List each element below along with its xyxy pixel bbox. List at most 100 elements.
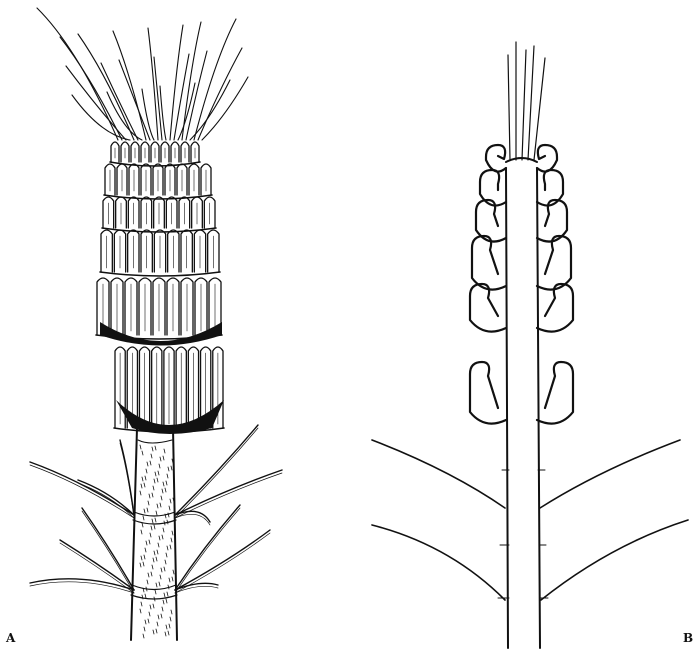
whorl-branch — [60, 540, 134, 590]
panel-label-b: B — [683, 632, 693, 644]
stem-stipple — [164, 449, 165, 453]
stem-stipple — [165, 560, 166, 564]
stem-stipple — [144, 627, 145, 631]
stem-stipple — [150, 461, 151, 465]
sporangiophore-loop-left — [470, 284, 506, 332]
side-branch-right — [541, 520, 688, 600]
stem-stipple — [165, 632, 166, 636]
stem-stipple — [146, 541, 147, 545]
stem-stipple — [147, 580, 148, 584]
stem-stipple — [158, 543, 159, 547]
sporangiophore-loop-right — [537, 145, 557, 172]
stem-stipple — [172, 531, 173, 535]
stem-stipple — [170, 499, 171, 503]
apical-hair — [522, 50, 526, 160]
tier-rim — [100, 272, 220, 276]
stem-stipple — [145, 548, 146, 552]
sporangiophore-loop-right — [537, 284, 573, 332]
stem-stipple — [142, 451, 143, 455]
stem-stipple — [159, 464, 160, 468]
stem-stipple — [141, 530, 142, 534]
stem-stipple — [154, 525, 155, 529]
side-branch-left — [372, 440, 505, 508]
stem-stipple — [152, 565, 153, 569]
apical-hair — [78, 34, 134, 140]
stem-stipple — [155, 590, 156, 594]
whorl-branch — [175, 470, 282, 515]
stem-stipple — [172, 577, 173, 581]
stem-stipple — [143, 562, 144, 566]
stem-stipple — [144, 483, 145, 487]
stem-stipple — [152, 493, 153, 497]
whorl-branch — [82, 508, 134, 590]
stem-stipple — [147, 508, 148, 512]
stem-stipple — [171, 538, 172, 542]
stem-stipple — [159, 536, 160, 540]
stem-stipple — [143, 516, 144, 520]
apical-hair — [508, 55, 510, 160]
stem-stipple — [149, 612, 150, 616]
stem-stipple — [160, 575, 161, 579]
whorl-branch-edge — [30, 582, 134, 593]
stem-stipple — [159, 582, 160, 586]
stem-stipple — [153, 486, 154, 490]
whorl-branch — [175, 530, 270, 590]
panel-b-section-diagram — [372, 42, 688, 648]
stem-stipple — [163, 600, 164, 604]
stem-stipple — [144, 555, 145, 559]
sporangiophore-loop-left — [486, 145, 506, 172]
stem-stipple — [156, 511, 157, 515]
stem-stipple — [146, 469, 147, 473]
stem-stipple — [169, 624, 170, 628]
stem-stipple — [157, 478, 158, 482]
stem-stipple — [164, 593, 165, 597]
sporangiophore-loop-left — [472, 236, 506, 290]
stem-stipple — [170, 545, 171, 549]
stem-stipple — [148, 573, 149, 577]
stem-stipple — [151, 454, 152, 458]
stem-stipple — [173, 570, 174, 574]
stem-stipple — [157, 550, 158, 554]
tier-shadow — [100, 322, 222, 346]
stem-stipple — [154, 551, 155, 555]
stem-stipple — [141, 602, 142, 606]
stem-stipple — [152, 447, 153, 451]
stem-stipple — [145, 620, 146, 624]
whorl-branch — [175, 511, 210, 522]
stem-stipple — [158, 471, 159, 475]
stem-stipple — [144, 509, 145, 513]
stem-stipple — [141, 484, 142, 488]
panel-label-a: A — [6, 632, 15, 644]
stem-stipple — [167, 520, 168, 524]
whorl-branch-edge — [175, 428, 258, 518]
stem-stipple — [166, 625, 167, 629]
stem-stipple — [145, 476, 146, 480]
stem-stipple — [170, 617, 171, 621]
stem-stipple — [146, 587, 147, 591]
stem-stipple — [160, 457, 161, 461]
apical-hair — [101, 63, 138, 140]
stem-stipple — [153, 630, 154, 634]
stem-stipple — [153, 604, 154, 608]
whorl-branch — [30, 462, 134, 515]
stem-stipple — [167, 592, 168, 596]
side-branch-right — [540, 440, 680, 508]
stem-stipple — [169, 506, 170, 510]
stem-stipple — [150, 533, 151, 537]
stem-stipple — [149, 540, 150, 544]
stem-stipple — [163, 528, 164, 532]
stem-stipple — [166, 599, 167, 603]
stem-stipple — [145, 594, 146, 598]
sporangiophore-loop-right — [537, 236, 571, 290]
stem-stipple — [151, 526, 152, 530]
stem-stipple — [171, 610, 172, 614]
stem-stipple — [160, 503, 161, 507]
stem-stipple — [166, 481, 167, 485]
stem-stipple — [140, 609, 141, 613]
stem-stipple — [156, 583, 157, 587]
stem-stipple — [148, 619, 149, 623]
stem-stipple — [157, 622, 158, 626]
stem-stipple — [155, 518, 156, 522]
stem-stipple — [155, 446, 156, 450]
